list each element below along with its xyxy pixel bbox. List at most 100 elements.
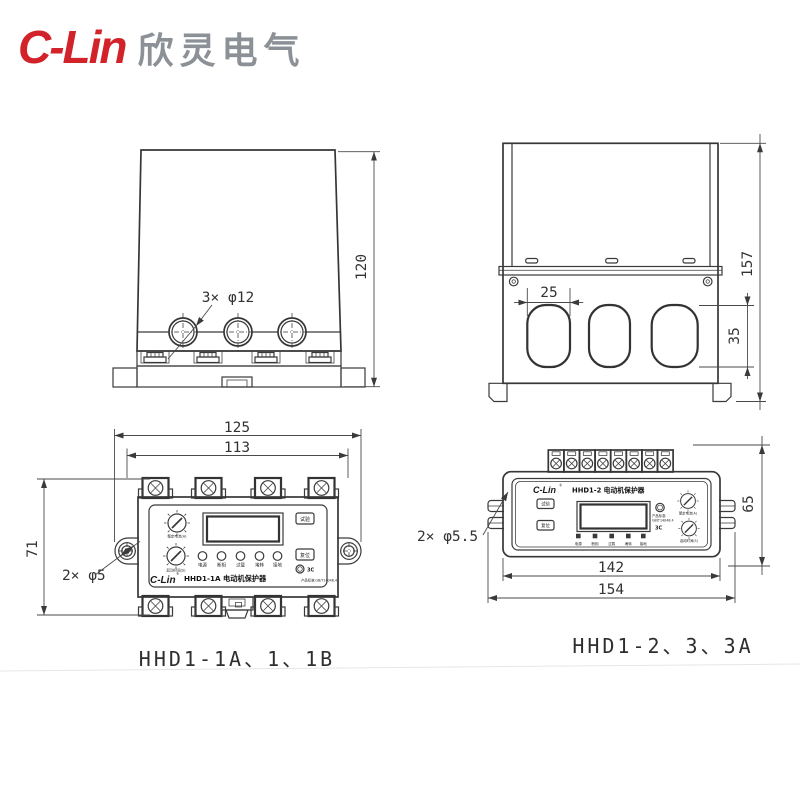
front-panel: 整定电流(A) 起动时间(S) 电源 断相 过载 堵转: [148, 504, 337, 588]
led-label-phase: 断相: [592, 541, 600, 546]
brand-logo-text: C-Lin: [18, 21, 128, 73]
dim-width-113: 113: [126, 440, 349, 478]
reg-mark: ®: [176, 572, 179, 576]
dim-71-label: 71: [25, 540, 41, 557]
left-foot: [488, 382, 508, 403]
din-clip: [221, 376, 253, 388]
current-dial-label: 整定电流(A): [679, 511, 697, 516]
led-label-overload: 过载: [608, 541, 616, 546]
terminal-strip: [136, 350, 342, 367]
standard-line2: GB/T14048.4: [652, 519, 674, 523]
callout-2x-phi5-5: 2× φ5.5: [417, 491, 509, 545]
time-dial: [677, 517, 701, 540]
dim-height-157: 157: [720, 134, 766, 410]
dim-25-label: 25: [540, 285, 557, 301]
top-terminals: [137, 476, 340, 500]
right-mount-ear: [336, 537, 362, 565]
caption-hhd1-2: HHD1-2、3、3A: [572, 634, 753, 658]
time-dial-label: 起动时间(S): [680, 538, 698, 543]
top-terminals: [547, 449, 674, 473]
led-label-power: 电源: [198, 562, 207, 569]
standard-text: 产品标准:GB/T14048.4: [301, 578, 337, 583]
led-label-ground: 接地: [640, 541, 648, 546]
dim-height-71: 71: [25, 478, 150, 616]
current-dial-label: 整定电流(A): [167, 534, 187, 539]
dim-35-label: 35: [727, 327, 743, 344]
wiring-ovals: [526, 303, 699, 369]
din-clip: [220, 596, 254, 619]
panel-brand: C-Lin: [150, 575, 176, 586]
lcd-display: [576, 500, 651, 533]
hole-callout-label: 2× φ5.5: [417, 529, 478, 545]
dim-157-label: 157: [740, 251, 756, 277]
cover-ledge: [498, 265, 723, 276]
right-foot: [712, 382, 732, 403]
device-body: [502, 142, 719, 385]
panel-brand: C-Lin: [533, 485, 556, 495]
front-panel: [511, 477, 712, 551]
led-label-overload: 过载: [236, 562, 245, 569]
test-button-label: 试验: [541, 501, 550, 508]
led-label-phase: 断相: [217, 562, 226, 569]
caption-hhd1-1a: HHD1-1A、1、1B: [139, 647, 335, 671]
hole-callout-label: 2× φ5: [62, 568, 106, 584]
dim-113-label: 113: [224, 440, 250, 456]
led-label-ground: 接地: [273, 562, 282, 569]
cert-marks: 产品标准: GB/T14048.4 3C: [652, 502, 674, 532]
cover-screws: [508, 276, 713, 287]
dim-120-label: 120: [354, 254, 370, 280]
dim-154-label: 154: [598, 582, 624, 598]
dim-height-120: 120: [338, 151, 380, 388]
current-dial: [163, 509, 191, 537]
dim-height-35: 35: [699, 293, 754, 379]
standard-line1: 产品标准:: [652, 513, 666, 518]
dim-125-label: 125: [224, 420, 250, 436]
panel-title: HHD1-1A 电动机保护器: [184, 574, 267, 583]
right-foot: [340, 367, 366, 388]
right-upper-tab: [718, 499, 736, 513]
front-elevation-view: 120 3× φ12: [112, 149, 380, 388]
lcd-display: [202, 512, 284, 546]
ccc-mark: 3C: [655, 526, 662, 532]
reset-button: 复位: [536, 519, 555, 531]
dim-142-label: 142: [598, 560, 624, 576]
dim-65-label: 65: [741, 495, 757, 512]
led-label-stall: 堵转: [625, 541, 633, 546]
vent-slots: [525, 257, 696, 264]
callout-3x-phi12: 3× φ12: [167, 290, 254, 360]
hole-callout-label: 3× φ12: [202, 290, 254, 306]
reset-button: 复位: [295, 548, 315, 561]
page-divider: [0, 663, 800, 672]
panel-title: HHD1-2 电动机保护器: [572, 486, 645, 495]
status-leds: 电源 断相 过载 堵转 接地: [197, 551, 282, 569]
side-elevation-view: 25 35 157: [488, 134, 766, 410]
time-dial-label: 起动时间(S): [167, 568, 187, 573]
led-label-stall: 堵转: [255, 562, 264, 569]
dim-width-25: 25: [514, 285, 584, 316]
hhd1-1a-view: 整定电流(A) 起动时间(S) 电源 断相 过载 堵转: [25, 420, 362, 671]
hhd1-2-view: C-Lin ® HHD1-2 电动机保护器 试验 复位 电源: [417, 436, 770, 658]
callout-2x-phi5: 2× φ5: [62, 540, 141, 584]
header-logo: C-Lin 欣灵电气: [18, 20, 306, 74]
cert-marks: 3C: [295, 564, 314, 574]
reset-button-label: 复位: [541, 522, 550, 529]
device-body: [502, 470, 721, 558]
left-foot: [112, 367, 138, 388]
reg-mark: ®: [559, 484, 562, 488]
ccc-mark: 3C: [307, 568, 314, 574]
company-name-text: 欣灵电气: [137, 30, 306, 71]
test-button: 试验: [536, 498, 555, 510]
led-label-power: 电源: [575, 541, 583, 546]
dim-width-142: 142: [502, 558, 721, 581]
right-lower-tab: [718, 516, 736, 530]
reset-button-label: 复位: [300, 552, 310, 559]
current-dial: [676, 489, 700, 513]
cable-holes: [164, 313, 311, 351]
status-leds: 电源 断相 过载 堵转 接地: [575, 533, 648, 546]
test-button-label: 试验: [300, 516, 310, 523]
dim-height-65: 65: [693, 436, 770, 575]
dim-width-154: 154: [487, 532, 736, 603]
time-dial: [162, 542, 190, 570]
